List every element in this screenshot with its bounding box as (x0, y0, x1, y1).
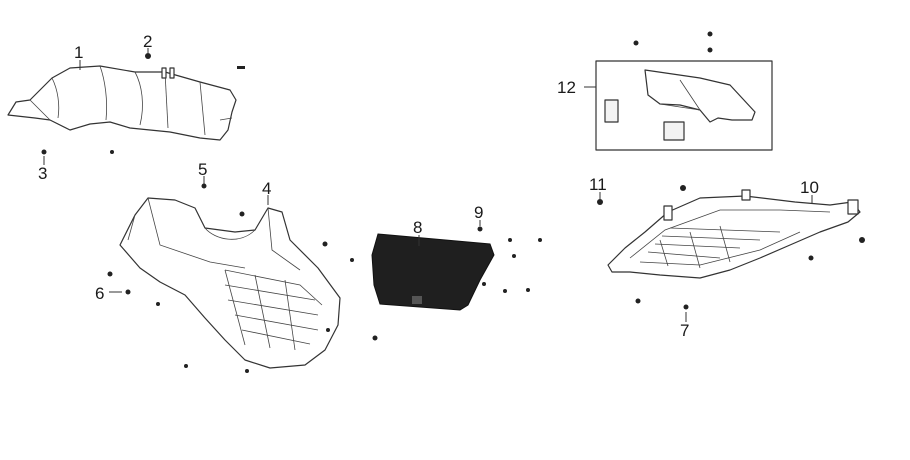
callout-11: 11 (589, 175, 607, 194)
callout-12: 12 (557, 78, 576, 97)
part-12-bracket-kit (595, 60, 773, 151)
part-8-panel (371, 233, 495, 311)
callout-labels: 1 2 3 4 5 6 7 8 9 10 11 12 (38, 32, 819, 340)
part-10-floor-tray (607, 189, 861, 279)
callout-10: 10 (800, 178, 819, 197)
leader-lines (43, 48, 813, 322)
callout-1: 1 (74, 43, 83, 62)
fastener-screws (41, 31, 865, 373)
part-1-upper-cover (7, 65, 237, 141)
callout-3: 3 (38, 164, 47, 183)
callout-5: 5 (198, 160, 207, 179)
callout-9: 9 (474, 203, 483, 222)
part-4-inner-shield (119, 197, 341, 369)
callout-7: 7 (680, 321, 689, 340)
callout-2: 2 (143, 32, 152, 51)
callout-6: 6 (95, 284, 104, 303)
callout-8: 8 (413, 218, 422, 237)
callout-4: 4 (262, 179, 271, 198)
